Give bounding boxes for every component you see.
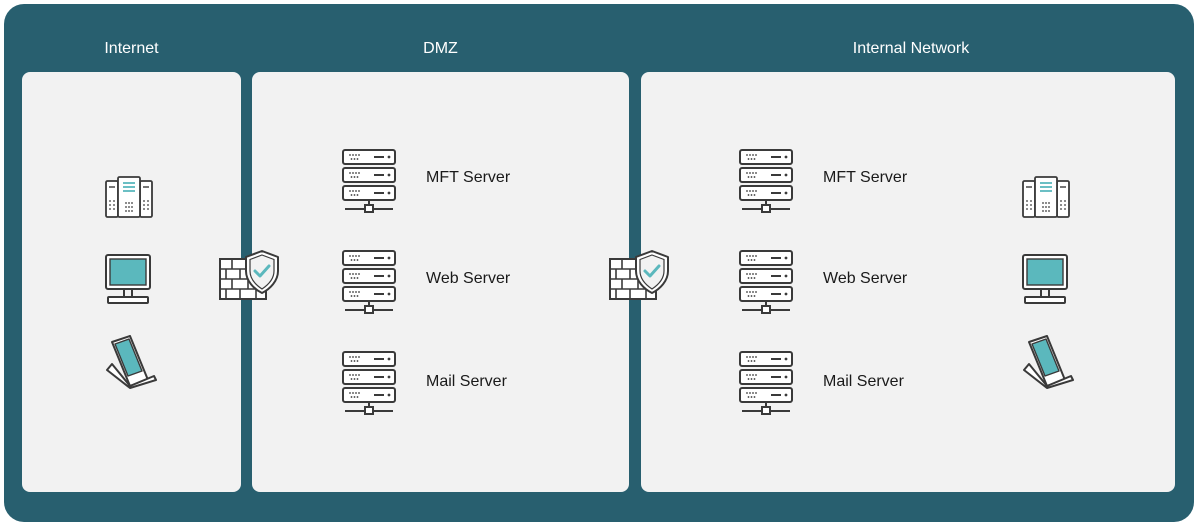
laptop-icon [1021, 334, 1075, 390]
rack-server-icon [341, 148, 397, 214]
internal-web-server-label: Web Server [823, 270, 908, 287]
internal-mft-server-label: MFT Server [823, 169, 908, 186]
desktop-monitor-icon [104, 253, 154, 305]
dmz-zone-panel [252, 72, 629, 492]
server-tower-icon [104, 175, 154, 219]
dmz-mail-server-label: Mail Server [426, 373, 507, 390]
internal-zone-panel [641, 72, 1175, 492]
laptop-icon [104, 334, 158, 390]
rack-server-icon [341, 350, 397, 416]
desktop-monitor-icon [1021, 253, 1071, 305]
firewall-shield-icon [218, 249, 280, 301]
dmz-mft-server-label: MFT Server [426, 169, 511, 186]
dmz-zone-title: DMZ [423, 40, 458, 57]
internal-mail-server-label: Mail Server [823, 373, 904, 390]
internet-zone-title: Internet [104, 40, 159, 57]
dmz-web-server-label: Web Server [426, 270, 511, 287]
rack-server-icon [341, 249, 397, 315]
firewall-shield-icon [608, 249, 670, 301]
rack-server-icon [738, 350, 794, 416]
internal-zone-title: Internal Network [852, 40, 970, 57]
server-tower-icon [1021, 175, 1071, 219]
rack-server-icon [738, 148, 794, 214]
rack-server-icon [738, 249, 794, 315]
